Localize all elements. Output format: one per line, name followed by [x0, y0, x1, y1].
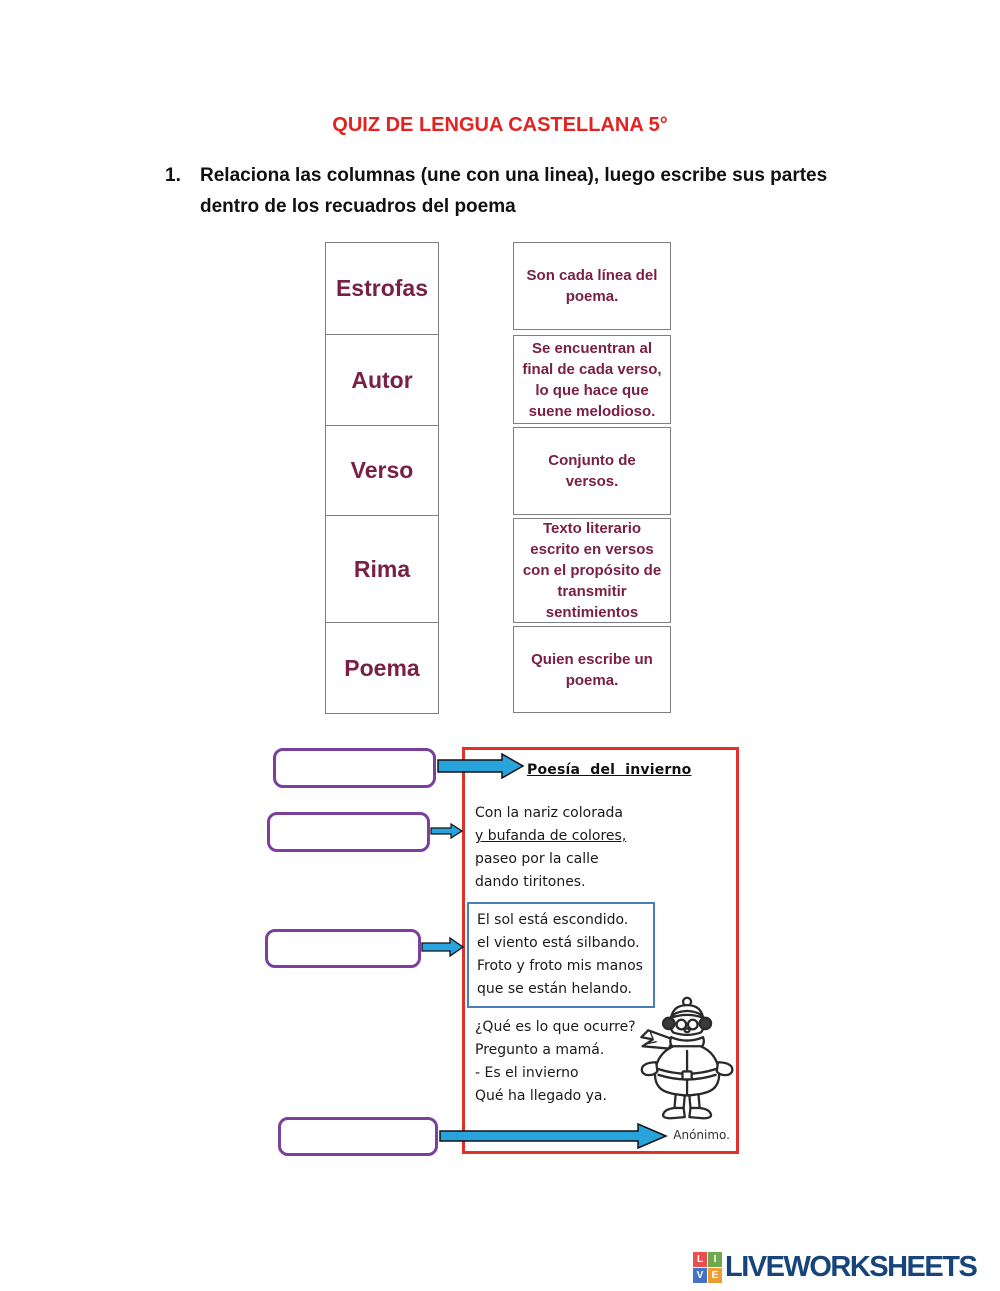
term-box-poema[interactable]: Poema [325, 622, 439, 714]
poem-line: el viento está silbando. [477, 935, 640, 951]
poem-line: ¿Qué es lo que ocurre? [475, 1019, 636, 1035]
term-box-rima[interactable]: Rima [325, 515, 439, 623]
poem-stanza-2-box: El sol está escondido. el viento está si… [467, 902, 655, 1008]
answer-box-4[interactable] [278, 1117, 438, 1156]
term-box-verso[interactable]: Verso [325, 425, 439, 516]
answer-box-1[interactable] [273, 748, 436, 788]
poem-line: El sol está escondido. [477, 912, 629, 928]
poem-line-underlined: y bufanda de colores, [475, 828, 627, 844]
liveworksheets-logo: L I V E LIVEWORKSHEETS [693, 1251, 978, 1284]
poem-line: Froto y froto mis manos [477, 958, 643, 974]
logo-tile-i: I [708, 1252, 722, 1267]
liveworksheets-logo-icon: L I V E [693, 1252, 722, 1283]
arrow-icon-verse [430, 822, 463, 840]
instruction-line: Relaciona las columnas (une con una line… [200, 165, 828, 186]
terms-column: Estrofas Autor Verso Rima Poema [325, 242, 439, 714]
logo-wordmark: LIVEWORKSHEETS [725, 1251, 978, 1283]
page-title: QUIZ DE LENGUA CASTELLANA 5° [332, 114, 668, 136]
definition-box-2[interactable]: Se encuentran al final de cada verso, lo… [513, 335, 671, 424]
logo-tile-v: V [693, 1268, 707, 1283]
arrow-icon-title [437, 753, 525, 779]
definition-label: Conjunto de versos. [548, 452, 636, 490]
definition-label: Texto literario escrito en versos con el… [522, 520, 662, 621]
definition-label: Son cada línea del poema. [526, 267, 658, 305]
definition-box-3[interactable]: Conjunto de versos. [513, 427, 671, 515]
term-label: Autor [351, 366, 413, 393]
poem-title: Poesía del invierno [527, 762, 692, 778]
poem-line: - Es el invierno [475, 1065, 579, 1081]
poem-line: Pregunto a mamá. [475, 1042, 605, 1058]
definition-box-1[interactable]: Son cada línea del poema. [513, 242, 671, 330]
poem-author: Anónimo. [673, 1128, 730, 1142]
instruction-text: Relaciona las columnas (une con una line… [200, 160, 827, 222]
arrow-icon-stanza [421, 936, 464, 958]
definition-label: Se encuentran al final de cada verso, lo… [522, 339, 662, 420]
poem-line: paseo por la calle [475, 851, 599, 867]
answer-box-3[interactable] [265, 929, 421, 968]
arrow-icon-author [439, 1122, 668, 1150]
poem-line: dando tiritones. [475, 874, 586, 890]
logo-tile-e: E [708, 1268, 722, 1283]
instruction-line: dentro de los recuadros del poema [200, 196, 516, 217]
term-label: Estrofas [335, 275, 429, 301]
term-box-estrofas[interactable]: Estrofas [325, 242, 439, 335]
poem-line: Con la nariz colorada [475, 805, 623, 821]
definitions-column: Son cada línea del poema. Se encuentran … [513, 242, 671, 717]
instruction-number: 1. [165, 165, 181, 186]
term-label: Verso [350, 457, 414, 483]
poem-line: que se están helando. [477, 981, 632, 997]
answer-box-2[interactable] [267, 812, 430, 852]
poem-line: Qué ha llegado ya. [475, 1088, 607, 1104]
term-label: Poema [344, 654, 420, 681]
definition-box-4[interactable]: Texto literario escrito en versos con el… [513, 518, 671, 623]
logo-tile-l: L [693, 1252, 707, 1267]
poem-stanza-1: Con la nariz colorada y bufanda de color… [475, 802, 626, 894]
term-box-autor[interactable]: Autor [325, 334, 439, 426]
instruction: 1. Relaciona las columnas (une con una l… [165, 160, 865, 222]
poem-stanza-3: ¿Qué es lo que ocurre? Pregunto a mamá. … [475, 1016, 636, 1108]
term-label: Rima [353, 555, 411, 582]
poem-box: Poesía del invierno Con la nariz colorad… [462, 747, 739, 1154]
definition-box-5[interactable]: Quien escribe un poema. [513, 626, 671, 713]
definition-label: Quien escribe un poema. [531, 650, 653, 689]
winter-kid-illustration [640, 996, 734, 1120]
